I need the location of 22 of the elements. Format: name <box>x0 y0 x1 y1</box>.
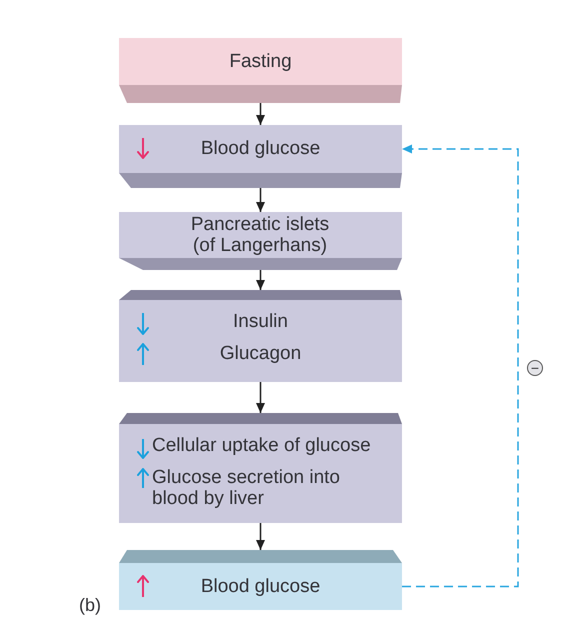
process-box <box>119 413 402 523</box>
arrow <box>256 103 265 125</box>
arrow <box>256 523 265 550</box>
node-text: Blood glucose <box>200 138 322 159</box>
edge-label: − <box>527 360 543 376</box>
node-text: Blood glucose <box>200 576 322 597</box>
node-text: Fasting <box>228 51 293 72</box>
node-text: Insulin <box>232 311 289 332</box>
arrow <box>256 382 265 413</box>
dashed-arrow <box>402 144 519 588</box>
node-text: Glucose secretion into blood by liver <box>152 467 341 509</box>
process-box <box>119 290 402 382</box>
node-text: Glucagon <box>218 343 302 364</box>
process-box <box>119 212 402 270</box>
process-box <box>119 38 402 103</box>
arrow <box>256 270 265 290</box>
node-text: Pancreatic islets (of Langerhans) <box>190 214 330 256</box>
panel-label: (b) <box>79 594 101 616</box>
process-box <box>119 550 402 610</box>
process-box <box>119 125 402 188</box>
node-text: Cellular uptake of glucose <box>152 435 372 456</box>
arrow <box>256 188 265 212</box>
